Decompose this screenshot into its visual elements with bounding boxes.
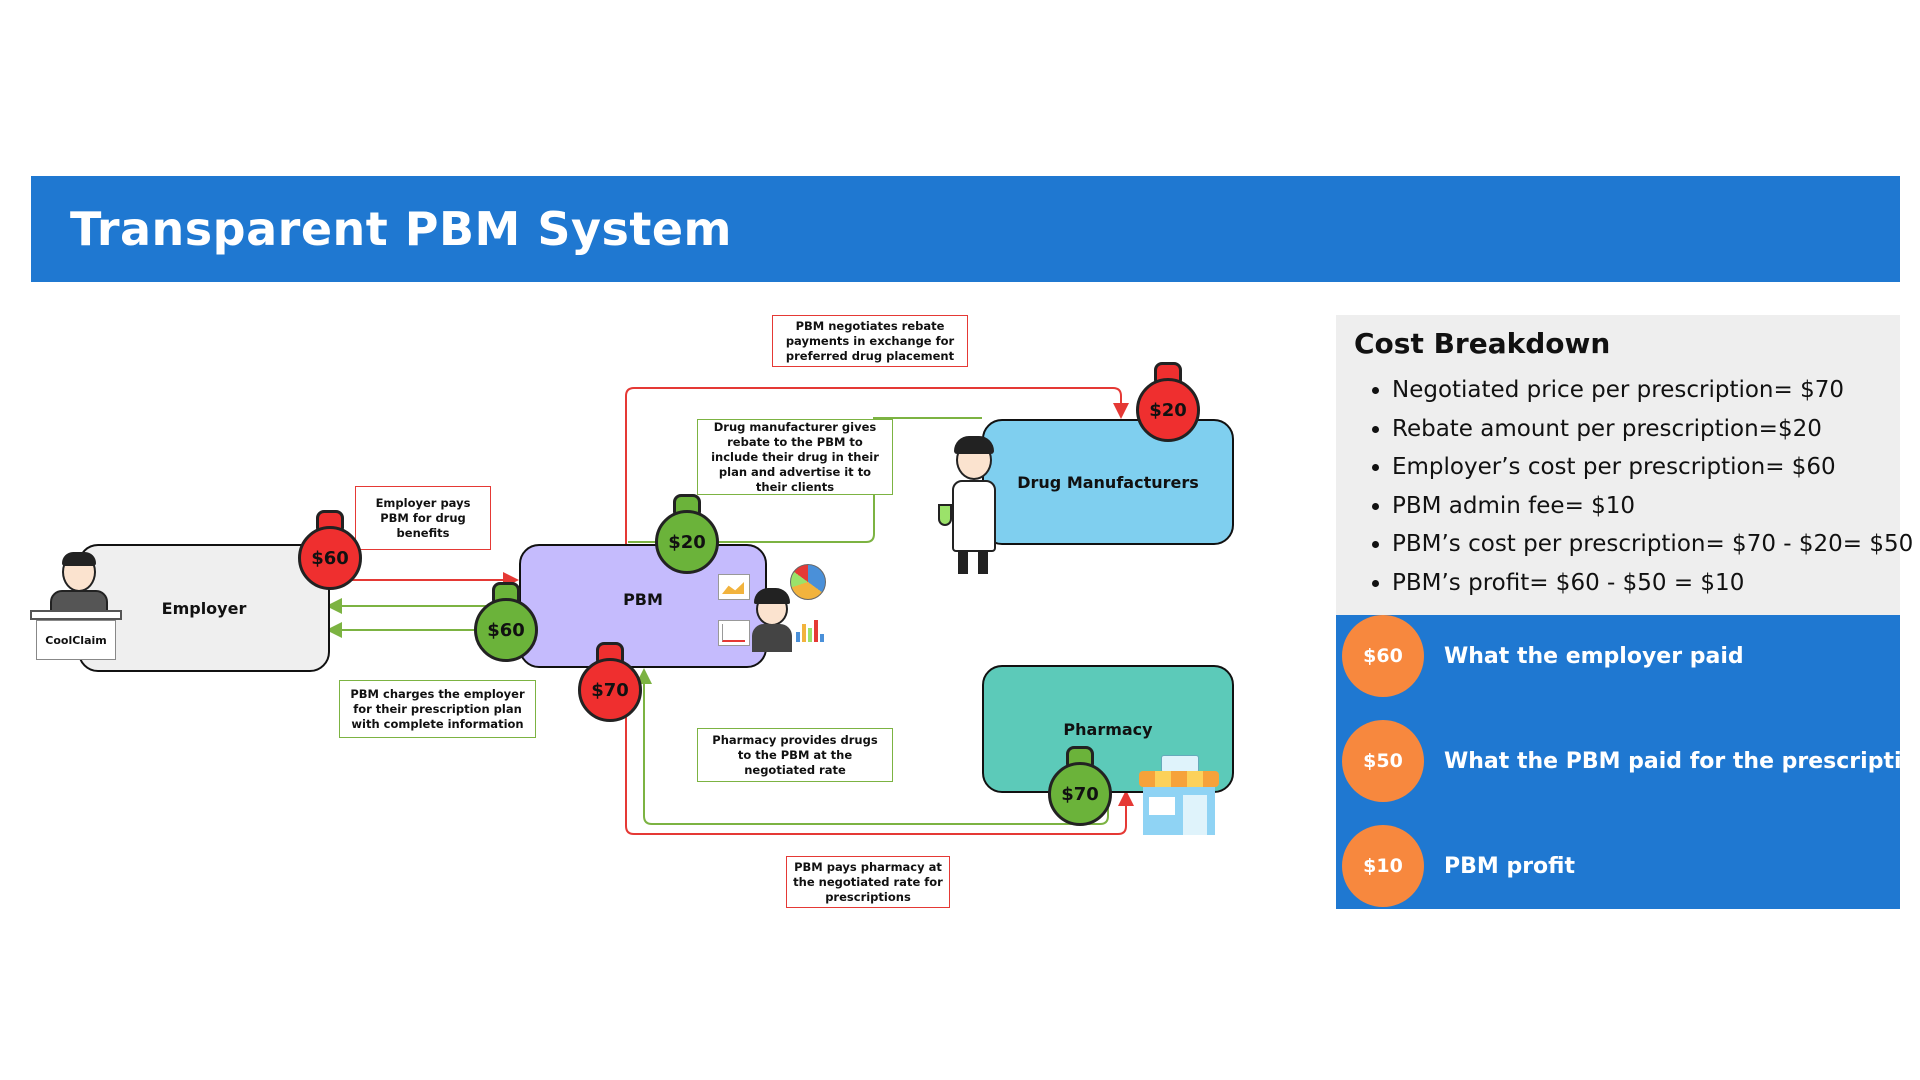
analyst-icon — [718, 564, 830, 652]
money-bag-employer-red: $60 — [298, 510, 362, 590]
money-bag-amount: $70 — [1048, 762, 1112, 826]
legend-amount-circle: $50 — [1342, 720, 1424, 802]
pbm-to-pharmacy-line — [625, 668, 1134, 835]
legend-row: $10 PBM profit — [1342, 825, 1575, 907]
scientist-icon — [938, 436, 1008, 580]
drug-to-pbm-line — [628, 417, 982, 543]
money-bag-pbm-green: $20 — [655, 494, 719, 574]
manufacturer-rebate-note: Drug manufacturer gives rebate to the PB… — [697, 419, 893, 495]
money-bag-pbm-red: $70 — [578, 642, 642, 722]
money-bag-amount: $60 — [298, 526, 362, 590]
desk-top — [30, 610, 122, 620]
cost-breakdown-list: Negotiated price per prescription= $70 R… — [1354, 371, 1913, 603]
employer-label: Employer — [161, 598, 247, 618]
cost-item: Rebate amount per prescription=$20 — [1392, 410, 1913, 449]
cost-breakdown-panel: Cost Breakdown Negotiated price per pres… — [1336, 315, 1913, 615]
legend-row: $50 What the PBM paid for the prescripti… — [1342, 720, 1920, 802]
pharmacy-store-icon — [1137, 755, 1221, 837]
legend-label: PBM profit — [1444, 853, 1575, 879]
employer-pays-note: Employer pays PBM for drug benefits — [355, 486, 491, 550]
money-bag-drug-red: $20 — [1136, 362, 1200, 442]
pbm-to-drug-line — [625, 387, 1129, 544]
pbm-pays-pharmacy-note: PBM pays pharmacy at the negotiated rate… — [786, 856, 950, 908]
cost-item: PBM admin fee= $10 — [1392, 487, 1913, 526]
drug-manufacturers-node: Drug Manufacturers — [982, 419, 1234, 545]
legend-amount-circle: $60 — [1342, 615, 1424, 697]
money-bag-amount: $20 — [655, 510, 719, 574]
legend-panel: $60 What the employer paid $50 What the … — [1336, 615, 1920, 909]
pbm-node: PBM — [519, 544, 767, 668]
pbm-label: PBM — [623, 590, 663, 609]
pharmacy-to-pbm-line — [636, 668, 1109, 825]
money-bag-amount: $20 — [1136, 378, 1200, 442]
title-bar: Transparent PBM System — [31, 176, 1900, 282]
money-bag-amount: $60 — [474, 598, 538, 662]
drug-manufacturers-label: Drug Manufacturers — [1017, 472, 1199, 492]
money-bag-employer-green: $60 — [474, 582, 538, 662]
money-bag-pharmacy-green: $70 — [1048, 746, 1112, 826]
cost-item: PBM’s cost per prescription= $70 - $20= … — [1392, 525, 1913, 564]
legend-row: $60 What the employer paid — [1342, 615, 1744, 697]
pharmacy-label: Pharmacy — [1063, 719, 1153, 739]
legend-label: What the employer paid — [1444, 643, 1744, 669]
cost-item: Negotiated price per prescription= $70 — [1392, 371, 1913, 410]
cost-breakdown-title: Cost Breakdown — [1354, 327, 1611, 360]
pharmacy-provides-note: Pharmacy provides drugs to the PBM at th… — [697, 728, 893, 782]
money-bag-amount: $70 — [578, 658, 642, 722]
rebate-negotiation-note: PBM negotiates rebate payments in exchan… — [772, 315, 968, 367]
employer-node: Employer — [78, 544, 330, 672]
cost-item: Employer’s cost per prescription= $60 — [1392, 448, 1913, 487]
desk-sign: CoolClaim — [36, 620, 116, 660]
page-title: Transparent PBM System — [70, 202, 732, 256]
cost-item: PBM’s profit= $60 - $50 = $10 — [1392, 564, 1913, 603]
desk-label: CoolClaim — [45, 633, 107, 647]
legend-amount-circle: $10 — [1342, 825, 1424, 907]
pbm-charges-note: PBM charges the employer for their presc… — [339, 680, 536, 738]
legend-label: What the PBM paid for the prescription — [1444, 748, 1920, 774]
